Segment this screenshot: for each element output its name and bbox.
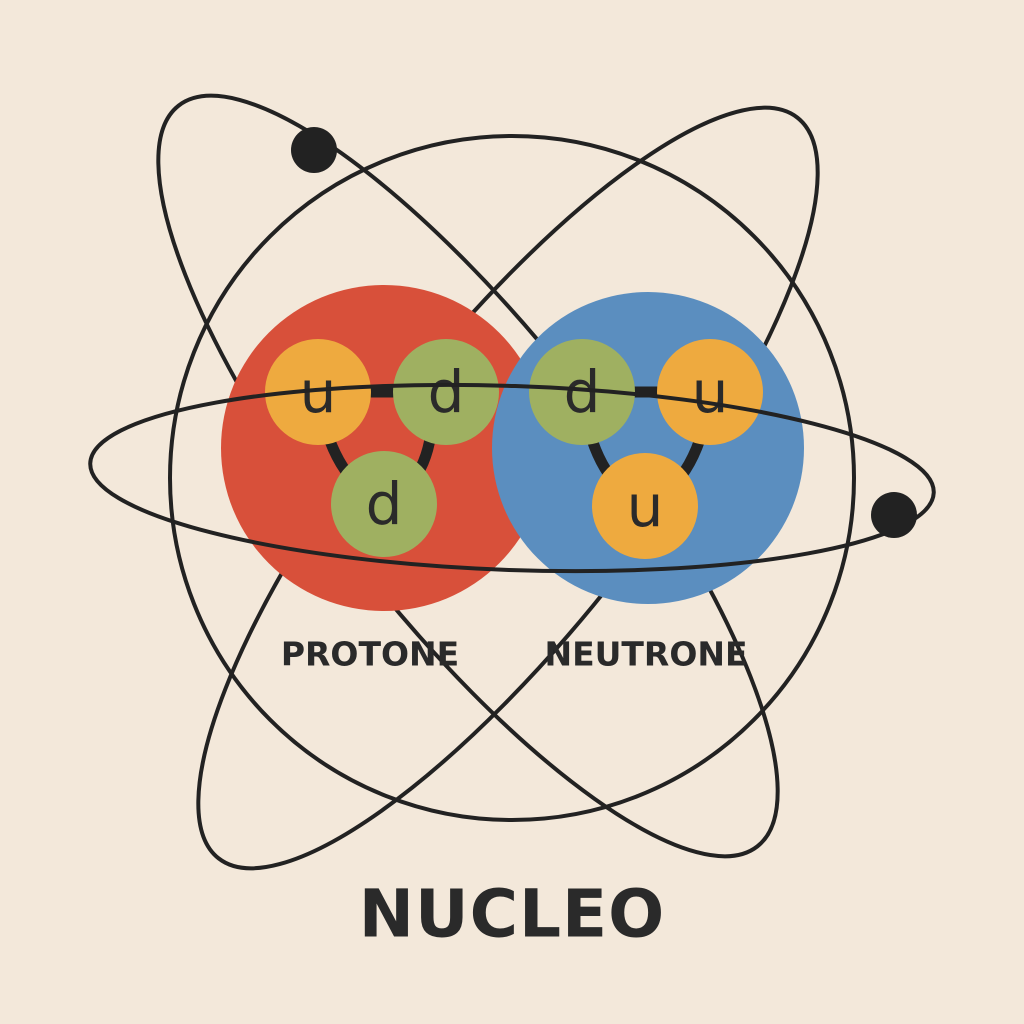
proton-label: PROTONE xyxy=(281,635,459,674)
neutron-label: NEUTRONE xyxy=(544,635,747,674)
neutron-quark-3-label: u xyxy=(627,472,664,540)
proton-quark-1 xyxy=(265,339,371,445)
neutron-quark-3 xyxy=(592,453,698,559)
neutron-quark-1 xyxy=(529,339,635,445)
page-title: NUCLEO xyxy=(359,876,666,953)
proton-group: u d d xyxy=(221,285,547,611)
proton-quark-2 xyxy=(393,339,499,445)
proton-quark-3-label: d xyxy=(366,470,403,538)
neutron-quark-2 xyxy=(657,339,763,445)
neutron-group: d u u xyxy=(492,292,804,604)
proton-quark-3 xyxy=(331,451,437,557)
proton-quark-2-label: d xyxy=(428,358,465,426)
electron-right xyxy=(871,492,917,538)
orbit-horizontal xyxy=(88,382,936,574)
electron-top-left xyxy=(291,127,337,173)
orbit-circle xyxy=(168,134,856,822)
neutron-quark-2-label: u xyxy=(692,358,729,426)
